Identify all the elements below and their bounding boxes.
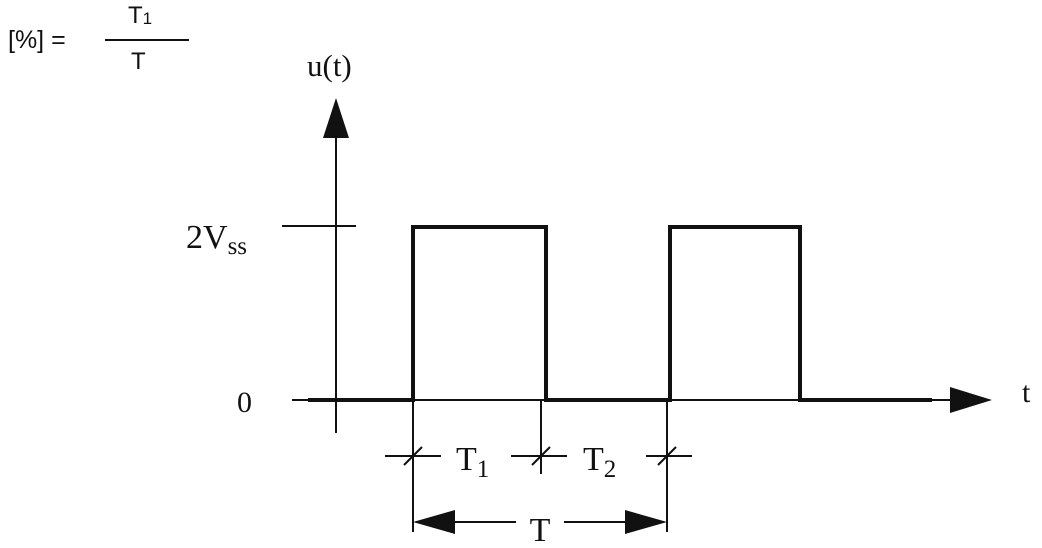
y-axis-label: u(t) (307, 48, 352, 83)
duty-cycle-formula: [%] = T1 T (8, 2, 198, 82)
tick-mark-3 (657, 446, 677, 466)
tick-mark-2 (531, 446, 551, 466)
t2-text: T (583, 441, 604, 478)
high-level-text: 2V (186, 219, 228, 256)
tick-mark-1 (403, 446, 423, 466)
formula-numerator: T1 (128, 4, 152, 28)
t2-label: T2 (583, 441, 616, 483)
zero-label: 0 (237, 386, 252, 419)
period-label: T (530, 512, 551, 548)
square-wave (308, 225, 932, 402)
y-axis-arrowhead (323, 98, 349, 138)
t1-subscript: 1 (477, 456, 490, 483)
x-axis-arrowhead (950, 387, 992, 413)
fraction-bar (105, 39, 189, 41)
period-arrowhead-right (625, 510, 667, 534)
formula-lhs: [%] = (8, 26, 66, 54)
t2-subscript: 2 (604, 456, 617, 483)
formula-numerator-text: T (128, 2, 143, 29)
high-level-subscript: ss (228, 233, 247, 260)
high-level-label: 2Vss (186, 219, 247, 260)
formula-numerator-subscript: 1 (142, 9, 153, 28)
period-arrowhead-left (413, 510, 455, 534)
period-label-backdrop (516, 508, 564, 538)
t1-text: T (456, 441, 477, 478)
x-axis-label: t (1022, 376, 1031, 409)
formula-denominator: T (131, 48, 146, 75)
t1-label: T1 (456, 441, 489, 483)
